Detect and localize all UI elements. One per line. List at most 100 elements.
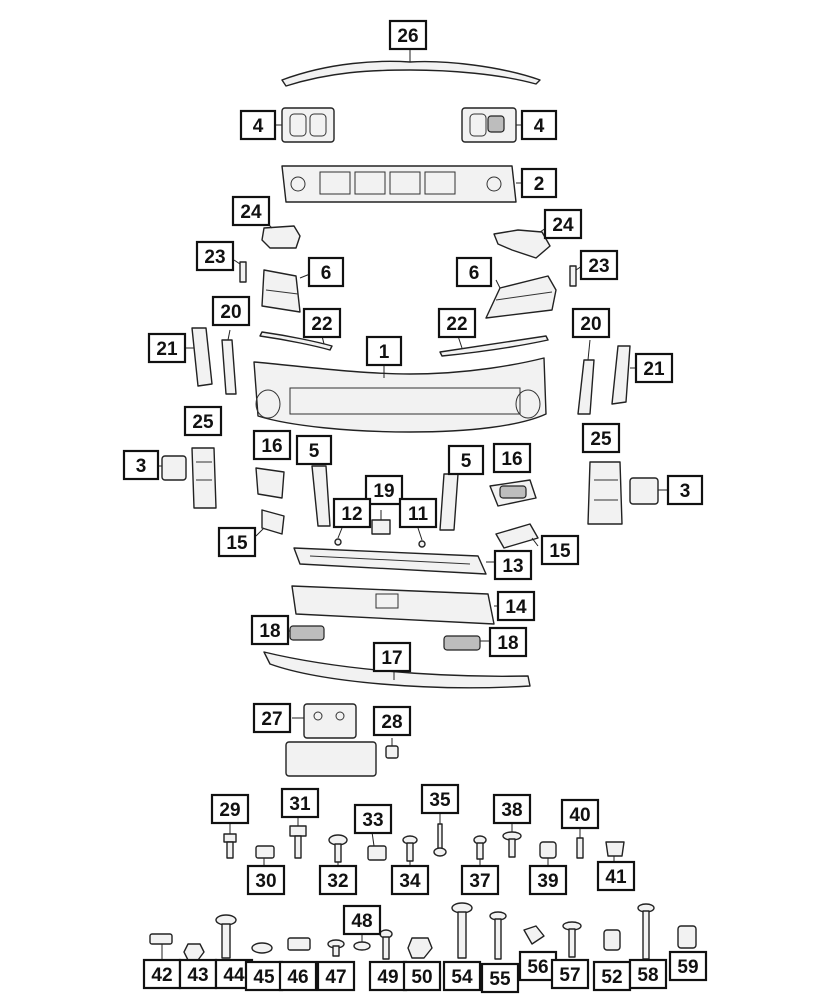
part-17-air-dam: [263, 651, 531, 689]
callout-58: 58: [628, 958, 668, 990]
callout-23-left: 23: [195, 240, 235, 272]
part-3-hook-left: [156, 455, 187, 481]
callout-28: 28: [372, 705, 412, 737]
callout-22-left: 22: [302, 307, 342, 339]
svg-text:55: 55: [489, 969, 511, 990]
svg-text:23: 23: [204, 247, 225, 268]
callout-41: 41: [596, 860, 636, 892]
part-6-lamp-left: [261, 269, 311, 313]
part-22-strip-right: [439, 335, 549, 357]
callout-13: 13: [493, 549, 533, 581]
svg-text:44: 44: [223, 965, 245, 986]
callout-34: 34: [390, 864, 430, 896]
svg-text:45: 45: [253, 967, 275, 988]
svg-text:37: 37: [469, 871, 490, 892]
svg-text:46: 46: [287, 967, 308, 988]
svg-text:22: 22: [311, 314, 332, 335]
svg-text:29: 29: [219, 800, 240, 821]
part-30-nut: [255, 845, 275, 866]
part-34-bolt: [402, 835, 418, 868]
part-5-bracket-left: [311, 465, 331, 527]
part-6-lamp-right: [485, 275, 557, 319]
callout-5-right: 5: [447, 444, 485, 476]
part-16-bezel-right: [489, 479, 537, 507]
callout-27: 27: [252, 702, 292, 734]
part-18-bezel-left: [284, 625, 325, 641]
part-3-hook-right: [629, 477, 670, 505]
callout-31: 31: [280, 787, 320, 819]
part-32-bolt: [328, 834, 348, 868]
svg-text:25: 25: [192, 412, 214, 433]
callout-49: 49: [368, 960, 408, 992]
callout-16-left: 16: [252, 429, 292, 461]
svg-text:20: 20: [220, 302, 241, 323]
svg-text:4: 4: [253, 116, 264, 137]
svg-text:5: 5: [461, 451, 472, 472]
svg-text:34: 34: [399, 871, 421, 892]
callout-3-right: 3: [666, 474, 704, 506]
part-29-bolt: [223, 822, 237, 859]
part-55-bolt: [489, 911, 507, 960]
svg-text:19: 19: [373, 481, 394, 502]
callout-47: 47: [316, 960, 356, 992]
callout-45: 45: [244, 960, 284, 992]
svg-text:39: 39: [537, 871, 558, 892]
svg-text:41: 41: [605, 867, 627, 888]
callout-17: 17: [372, 641, 412, 673]
part-24-bracket-left: [261, 223, 301, 249]
callout-6-right: 6: [455, 256, 493, 288]
callout-48: 48: [342, 904, 382, 936]
part-33-nut: [367, 831, 387, 861]
svg-text:3: 3: [136, 456, 147, 477]
callout-15-left: 15: [217, 526, 257, 558]
part-25-support-left: [191, 447, 217, 509]
svg-text:24: 24: [240, 202, 262, 223]
svg-text:28: 28: [381, 712, 402, 733]
part-40-clip: [576, 826, 584, 859]
svg-text:17: 17: [381, 648, 402, 669]
callout-38: 38: [492, 793, 532, 825]
part-37-rivet: [473, 835, 487, 866]
part-44-bolt: [215, 914, 237, 959]
callout-15-right: 15: [540, 534, 580, 566]
callout-32: 32: [318, 864, 358, 896]
svg-text:1: 1: [379, 342, 390, 363]
svg-text:6: 6: [321, 263, 332, 284]
part-28-plug: [385, 738, 399, 759]
callout-21-right: 21: [634, 352, 674, 384]
svg-text:3: 3: [680, 481, 691, 502]
callout-40: 40: [560, 798, 600, 830]
callout-24-right: 24: [543, 208, 583, 240]
svg-text:43: 43: [187, 965, 208, 986]
part-57-screw: [562, 921, 582, 958]
part-4-bracket-right: [461, 107, 522, 143]
part-23-clip-left: [233, 259, 247, 283]
svg-text:13: 13: [502, 556, 523, 577]
svg-text:16: 16: [501, 449, 522, 470]
callout-21-left: 21: [147, 332, 187, 364]
svg-text:16: 16: [261, 436, 282, 457]
part-24-bracket-right: [493, 227, 551, 259]
callout-19: 19: [364, 474, 404, 506]
callout-14: 14: [496, 590, 536, 622]
svg-text:12: 12: [341, 504, 362, 525]
part-2-support-beam: [281, 165, 522, 203]
part-5-bracket-right: [439, 473, 459, 531]
part-46-retainer: [287, 937, 311, 951]
svg-text:54: 54: [451, 967, 473, 988]
svg-text:42: 42: [151, 965, 172, 986]
callout-22-right: 22: [437, 307, 477, 339]
part-1-front-bumper: [253, 357, 547, 433]
svg-text:14: 14: [505, 597, 527, 618]
part-4-bracket-left: [276, 107, 335, 143]
callout-23-right: 23: [579, 249, 619, 281]
svg-text:25: 25: [590, 429, 612, 450]
svg-text:38: 38: [501, 800, 522, 821]
part-21-side-left: [186, 327, 213, 387]
callout-33: 33: [353, 803, 393, 835]
callout-30: 30: [246, 864, 286, 896]
callout-3-left: 3: [122, 449, 160, 481]
svg-text:23: 23: [588, 256, 609, 277]
svg-text:26: 26: [397, 26, 418, 47]
